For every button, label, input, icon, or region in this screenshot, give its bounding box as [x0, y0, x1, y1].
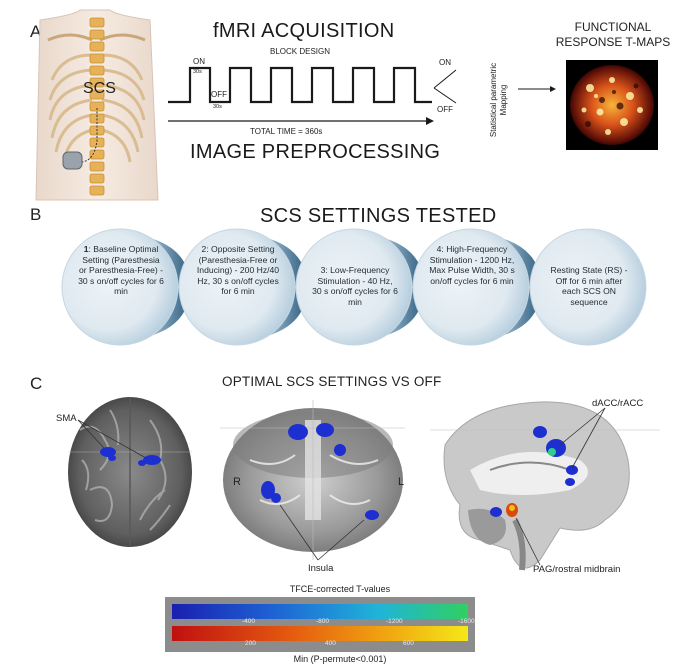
- red-tick-1: 200: [245, 640, 256, 647]
- dacc-label: dACC/rACC: [592, 398, 644, 409]
- branch-on-label: ON: [439, 58, 451, 67]
- total-time-label: TOTAL TIME = 360s: [250, 127, 323, 136]
- coronal-slice: [220, 400, 405, 561]
- blue-tick-2: -800: [316, 618, 330, 625]
- step-1-description: : Baseline Optimal Setting (Paresthesia …: [78, 244, 164, 297]
- step-5-text: Resting State (RS) - Off for 6 min after…: [550, 265, 628, 307]
- blue-tick-1: -400: [242, 618, 256, 625]
- panel-b-letter: B: [30, 205, 42, 224]
- image-preprocessing-title: IMAGE PREPROCESSING: [190, 141, 441, 163]
- axial-slice: [68, 397, 192, 547]
- t-maps-title-line-1: FUNCTIONAL: [574, 20, 652, 34]
- spm-label: Statistical parametric Mapping: [489, 50, 509, 150]
- on-label: ON: [193, 57, 205, 66]
- spm-line-1: Statistical parametric: [489, 62, 498, 138]
- sma-label: SMA: [56, 413, 77, 424]
- colorbar-title: TFCE-corrected T-values: [289, 584, 391, 594]
- panel-c-letter: C: [30, 374, 43, 393]
- spm-line-2: Mapping: [499, 84, 508, 116]
- t-maps-title-line-2: RESPONSE T-MAPS: [555, 35, 671, 49]
- step-4-text: 4: High-Frequency Stimulation - 1200 Hz,…: [429, 244, 515, 286]
- left-hemisphere-label: L: [398, 476, 405, 488]
- red-tick-3: 600: [403, 640, 414, 647]
- panel-a-letter: A: [30, 22, 42, 41]
- fmri-acquisition-title: fMRI ACQUISITION: [213, 20, 395, 42]
- off-duration: 30s: [213, 104, 222, 110]
- insula-label: Insula: [308, 563, 334, 574]
- pag-label: PAG/rostral midbrain: [533, 564, 621, 575]
- block-design-label: BLOCK DESIGN: [270, 47, 331, 56]
- right-hemisphere-label: R: [233, 476, 241, 488]
- step-2-text: 2: Opposite Setting (Paresthesia-Free or…: [196, 244, 280, 297]
- red-tick-2: 400: [325, 640, 336, 647]
- colorbar-caption: Min (P-permute<0.001): [293, 654, 387, 664]
- scs-settings-title: SCS SETTINGS TESTED: [260, 205, 497, 227]
- step-1-number: 1: [83, 244, 89, 254]
- blue-tick-4: -1600: [458, 618, 475, 625]
- branch-off-label: OFF: [437, 105, 453, 114]
- optimal-vs-off-title: OPTIMAL SCS SETTINGS VS OFF: [222, 374, 442, 389]
- blue-tick-3: -1200: [386, 618, 403, 625]
- step-1-text: 1: Baseline Optimal Setting (Paresthesia…: [78, 244, 164, 297]
- scs-label: SCS: [83, 80, 116, 97]
- sagittal-slice: [430, 401, 660, 571]
- on-duration: 30s: [193, 69, 202, 75]
- t-maps-title: FUNCTIONAL RESPONSE T-MAPS: [553, 20, 673, 50]
- step-3-text: 3: Low-Frequency Stimulation - 40 Hz, 30…: [312, 265, 398, 307]
- off-label: OFF: [211, 90, 227, 99]
